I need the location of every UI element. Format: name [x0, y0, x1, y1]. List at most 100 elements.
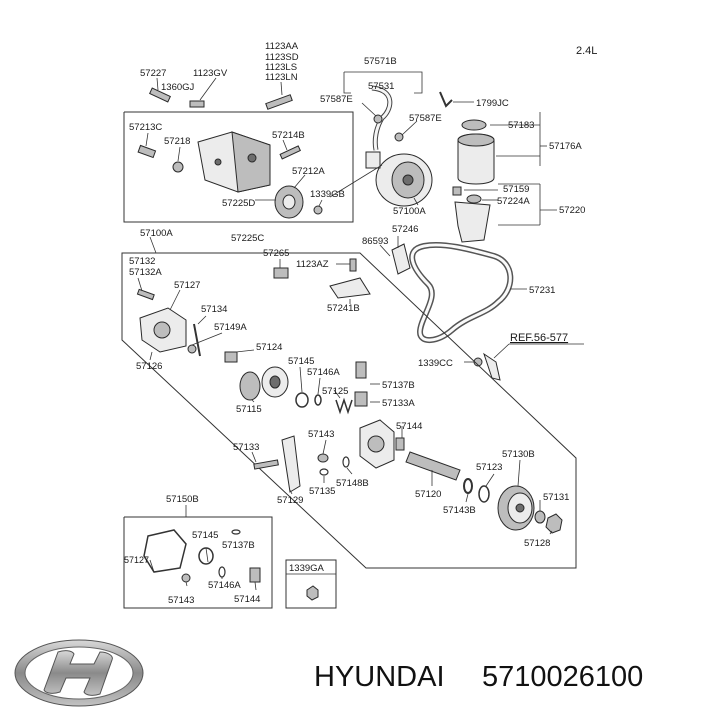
- bracket-57246: [391, 243, 411, 275]
- kit-seal-57144: [249, 567, 261, 583]
- label-57148B: 57148B: [336, 478, 369, 489]
- rotor-57115: [239, 371, 261, 401]
- clip-57265: [273, 267, 289, 279]
- label-57132: 57132: [129, 256, 155, 267]
- label-1339GA: 1339GA: [289, 563, 325, 574]
- shaft-57120: [405, 451, 461, 481]
- label-57212A: 57212A: [292, 166, 325, 177]
- label-57137B: 57137B: [382, 380, 415, 391]
- label-57143B: 57143B: [443, 505, 476, 516]
- label-57213C: 57213C: [129, 122, 162, 133]
- label-kit-57150B: 57150B: [166, 494, 199, 505]
- hose-clamp-b: [394, 132, 404, 142]
- kit-clip-57143: [181, 573, 191, 583]
- washer-57224A: [466, 194, 482, 204]
- label-57587E-b: 57587E: [409, 113, 442, 124]
- body-bore: [367, 435, 385, 453]
- label-kit-57145: 57145: [192, 530, 218, 541]
- label-57120: 57120: [415, 489, 441, 500]
- label-57115: 57115: [236, 404, 262, 415]
- idler-pulley-hub: [282, 194, 296, 210]
- label-57149A: 57149A: [214, 322, 247, 333]
- kit-oring-57137B: [231, 529, 241, 535]
- pulley-57130B-hub: [515, 503, 525, 513]
- label-86593: 86593: [362, 236, 388, 247]
- cover-port: [153, 321, 171, 339]
- pump-outlet-fitting: [365, 151, 381, 169]
- label-57130B: 57130B: [502, 449, 535, 460]
- ring-57149A: [187, 344, 197, 354]
- clamp-1799JC: [439, 91, 453, 108]
- label-1123SD: 1123SD: [265, 52, 299, 63]
- label-1799JC: 1799JC: [476, 98, 509, 109]
- label-57231: 57231: [529, 285, 555, 296]
- nut-1339GB: [313, 205, 323, 215]
- label-57143: 57143: [308, 429, 334, 440]
- label-ref-56-577: REF.56-577: [510, 332, 568, 344]
- bolt-57227: [149, 87, 171, 103]
- label-kit-57146A: 57146A: [208, 580, 241, 591]
- bracket-assembly-group: [123, 111, 354, 223]
- label-57176A: 57176A: [549, 141, 582, 152]
- hose-clamp-a: [373, 114, 383, 124]
- belt-group: [273, 236, 584, 381]
- label-57214B: 57214B: [272, 130, 305, 141]
- label-1123LS: 1123LS: [265, 62, 297, 73]
- label-57127: 57127: [174, 280, 200, 291]
- label-57144: 57144: [396, 421, 422, 432]
- label-57134: 57134: [201, 304, 227, 315]
- oring-57135: [319, 468, 329, 476]
- pump-exploded-box-outline: [121, 252, 577, 569]
- bolt-57213C: [137, 144, 157, 159]
- reservoir-bracket-part: [454, 201, 491, 243]
- label-57123: 57123: [476, 462, 502, 473]
- label-1360GJ: 1360GJ: [161, 82, 195, 93]
- label-57131: 57131: [543, 492, 569, 503]
- bracket-57129: [281, 435, 301, 493]
- label-57100A-top: 57100A: [393, 206, 426, 217]
- label-1339GB: 1339GB: [310, 189, 345, 200]
- reservoir-cap-part: [461, 119, 487, 131]
- label-57126: 57126: [136, 361, 162, 372]
- seal-kit-box-outline: [123, 516, 273, 609]
- label-kit-57127: 57127: [124, 555, 149, 565]
- engine-label: 2.4L: [576, 45, 597, 57]
- pressure-plate-hub: [269, 375, 281, 389]
- pump-exploded-parts: [136, 277, 563, 535]
- seal-57159: [452, 186, 462, 196]
- label-57100A-box: 57100A: [140, 228, 173, 239]
- label-1339CC: 1339CC: [418, 358, 453, 369]
- bolt-1123GV: [189, 100, 205, 108]
- label-57246: 57246: [392, 224, 418, 235]
- label-57587E-a: 57587E: [320, 94, 353, 105]
- label-57125: 57125: [322, 386, 348, 397]
- label-57159: 57159: [503, 184, 529, 195]
- seal-57144: [395, 437, 405, 451]
- kit-oring-57146A: [218, 566, 226, 578]
- oring-57146A: [314, 394, 322, 406]
- label-57241B: 57241B: [327, 303, 360, 314]
- label-57133: 57133: [233, 442, 259, 453]
- bolt-1339GA-part: [306, 585, 319, 601]
- bolt-1123AZ: [349, 258, 357, 272]
- label-57224A: 57224A: [497, 196, 530, 207]
- label-57135: 57135: [309, 486, 335, 497]
- label-57227: 57227: [140, 68, 166, 79]
- label-kit-57144: 57144: [234, 594, 260, 605]
- drive-belt-part: [409, 241, 514, 343]
- bracket-box-outline: [123, 111, 354, 223]
- label-57145: 57145: [288, 356, 314, 367]
- bracket-bolt-hole-2: [214, 158, 222, 166]
- label-57571B: 57571B: [364, 56, 397, 67]
- label-57132A: 57132A: [129, 267, 162, 278]
- label-57128: 57128: [524, 538, 550, 549]
- hyundai-logo: [14, 639, 144, 707]
- label-57146A: 57146A: [307, 367, 340, 378]
- label-57218: 57218: [164, 136, 190, 147]
- label-57220: 57220: [559, 205, 585, 216]
- nut-57218: [172, 161, 184, 173]
- label-57183: 57183: [508, 120, 534, 131]
- bolt-1123AA-group: [265, 94, 293, 110]
- label-kit-57143: 57143: [168, 595, 194, 606]
- bracket-bolt-hole: [247, 153, 257, 163]
